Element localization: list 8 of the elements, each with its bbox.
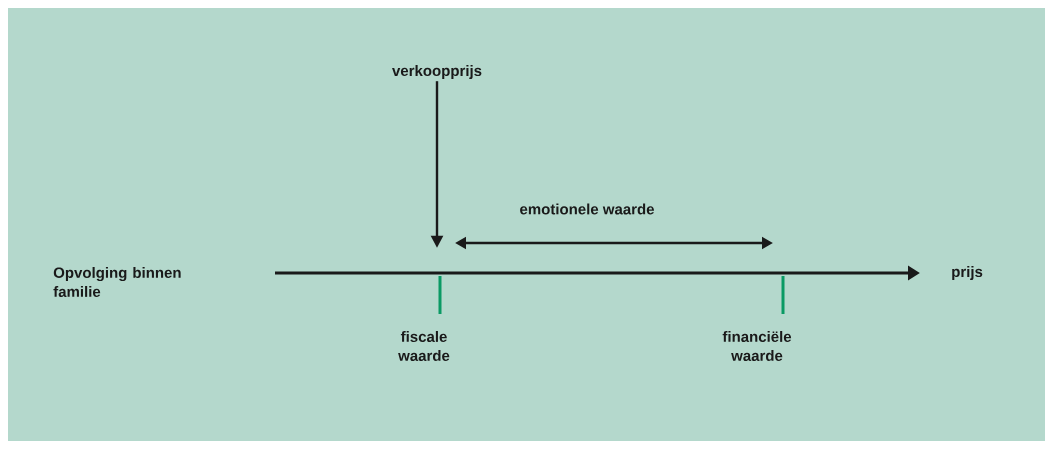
axis-label: prijs	[952, 266, 983, 280]
axis-label: Opvolging binnen familie	[53, 267, 181, 297]
dimension-label: emotionele waarde	[520, 203, 654, 215]
axis-label: verkoopprijs	[392, 65, 482, 79]
tick-label: financiële waarde	[722, 331, 792, 361]
tick-mark	[438, 276, 442, 314]
tick-mark	[781, 276, 785, 314]
tick-label: fiscale waarde	[398, 331, 450, 361]
